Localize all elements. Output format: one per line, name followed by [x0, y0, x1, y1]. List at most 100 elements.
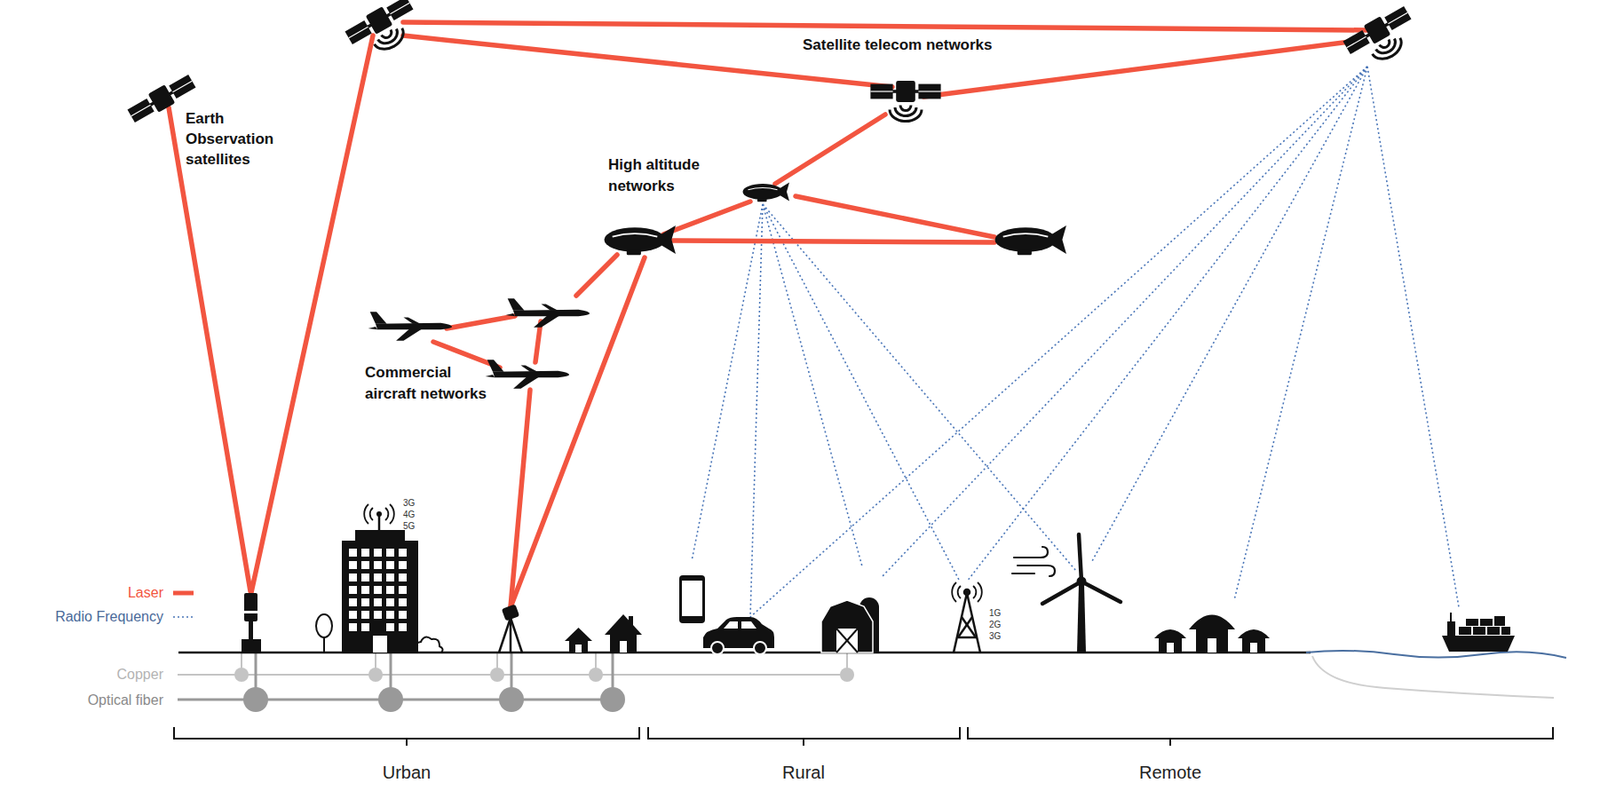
aircraft: [485, 359, 571, 389]
aircraft-ground-station: [499, 605, 523, 653]
container: [1458, 626, 1472, 635]
station-head: [502, 605, 518, 620]
laser-link: [510, 389, 531, 608]
signal-arc: [389, 504, 395, 524]
car-window: [723, 621, 738, 629]
door-brace: [836, 628, 858, 653]
laser-sample: [173, 591, 194, 596]
door-brace: [836, 628, 858, 653]
telecom-satellite: [343, 0, 425, 64]
hut-door: [1250, 642, 1258, 653]
hut-roof: [1188, 615, 1236, 631]
urban-bracket: [174, 727, 640, 746]
window: [373, 610, 382, 619]
copper-network: [177, 652, 855, 682]
annotation-label: Earth Observation satellites: [185, 108, 286, 170]
tower-brace: [961, 617, 976, 638]
window: [386, 586, 395, 595]
fiber-junction: [243, 687, 269, 713]
rf-link: [691, 204, 763, 562]
fiber-junction: [499, 687, 524, 713]
window: [386, 548, 395, 557]
window: [398, 610, 407, 619]
station-stand: [248, 621, 254, 642]
building-top: [355, 530, 405, 543]
window: [373, 561, 382, 570]
phone-screen: [681, 580, 703, 617]
container: [1494, 616, 1505, 626]
wind-stroke: [1017, 565, 1055, 577]
radio-links: [691, 66, 1459, 618]
building-body: [341, 540, 419, 653]
tree-trunk: [323, 637, 325, 653]
telecom-satellite: [1341, 3, 1423, 74]
tripod-leg: [510, 617, 523, 653]
hut-body: [1158, 636, 1182, 653]
wind-stroke: [1013, 546, 1048, 558]
house-roof: [604, 614, 642, 635]
antenna-tip: [376, 511, 382, 517]
satellite-symbol: [870, 80, 941, 103]
aircraft: [368, 311, 453, 341]
signal-arc: [370, 507, 373, 521]
signal-arc: [973, 586, 976, 599]
aircraft: [506, 298, 591, 328]
window: [348, 573, 357, 582]
container: [1501, 626, 1511, 635]
laser-link: [446, 316, 515, 329]
window: [398, 573, 407, 582]
signal-waves: [889, 105, 922, 122]
laser-link: [168, 107, 251, 592]
high-altitude-blimp: [604, 225, 677, 255]
window: [361, 586, 370, 595]
annotation-label: High altitude networks: [608, 154, 720, 198]
high-altitude-blimp: [743, 182, 791, 203]
fiber-junction: [600, 687, 626, 713]
rf-link: [762, 204, 863, 567]
container: [1480, 618, 1493, 626]
window: [361, 598, 370, 607]
window: [398, 623, 407, 632]
rf-link: [762, 204, 1077, 571]
hut-body: [1242, 636, 1266, 653]
tripod-leg: [499, 617, 511, 653]
copper-junction: [234, 667, 249, 682]
window: [386, 573, 395, 582]
hut-body: [1196, 626, 1228, 653]
window: [348, 610, 357, 619]
barn-body: [821, 600, 873, 653]
region-brackets: [174, 727, 1553, 746]
window: [361, 573, 370, 582]
window: [373, 573, 382, 582]
window: [373, 598, 382, 607]
container: [1465, 618, 1479, 626]
annotation-label: Remote: [1116, 761, 1224, 784]
window: [386, 610, 395, 619]
turbine-mast: [1077, 584, 1086, 653]
window: [398, 586, 407, 595]
signal-arc: [385, 507, 389, 521]
ship-hull: [1441, 635, 1515, 652]
tree-crown: [316, 614, 333, 638]
car-wheel: [711, 641, 724, 655]
window: [386, 598, 395, 607]
signal-waves: [1370, 34, 1406, 65]
laser-link: [673, 240, 995, 243]
wind-turbine: [1042, 534, 1121, 653]
legend-label: Optical fiber: [12, 692, 164, 709]
rf-link: [762, 204, 959, 580]
tower-tip: [964, 589, 970, 595]
window: [361, 548, 370, 557]
antenna-mast: [378, 514, 381, 531]
window: [361, 623, 370, 632]
annotation-label: Rural: [750, 761, 857, 784]
remote-bracket: [967, 727, 1553, 746]
station-base: [241, 639, 262, 653]
annotation-label: Commercial aircraft networks: [364, 362, 499, 405]
copper-junction: [368, 667, 383, 682]
laser-ground-station: [241, 593, 262, 653]
copper-junction: [490, 667, 505, 682]
sea-surface: [1306, 650, 1567, 658]
signal-waves: [372, 24, 408, 56]
rf-link: [1092, 66, 1368, 562]
